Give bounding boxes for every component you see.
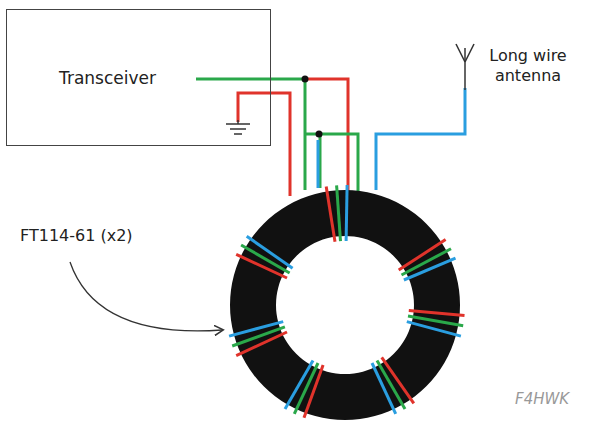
core-label: FT114-61 (x2) — [20, 226, 133, 246]
winding-stroke — [285, 360, 313, 409]
device-box: Transceiver — [6, 9, 271, 146]
winding-stroke — [404, 258, 456, 280]
leader-arrow — [70, 262, 222, 331]
antenna-symbol — [456, 44, 474, 90]
junction-dot — [302, 76, 309, 83]
red-ground-wire — [238, 93, 290, 196]
winding-stroke — [232, 327, 285, 346]
winding-stroke — [346, 185, 347, 241]
green-wire-2 — [305, 134, 320, 188]
winding-stroke — [326, 187, 335, 242]
watermark: F4HWK — [515, 390, 569, 409]
antenna-label: Long wire antenna — [478, 46, 578, 86]
winding-stroke — [247, 236, 293, 268]
junction-dot — [316, 131, 323, 138]
blue-antenna-wire — [376, 88, 465, 190]
winding-stroke — [407, 322, 461, 337]
blue-wire — [317, 140, 320, 188]
red-wire — [305, 79, 348, 200]
winding-stroke — [409, 311, 465, 316]
ground-symbol — [226, 120, 250, 134]
green-wire-3 — [320, 134, 358, 192]
winding-stroke — [229, 322, 283, 337]
toroid-windings — [229, 185, 464, 418]
winding-stroke — [372, 363, 396, 414]
box-label: Transceiver — [59, 68, 156, 88]
winding-stroke — [337, 185, 341, 241]
